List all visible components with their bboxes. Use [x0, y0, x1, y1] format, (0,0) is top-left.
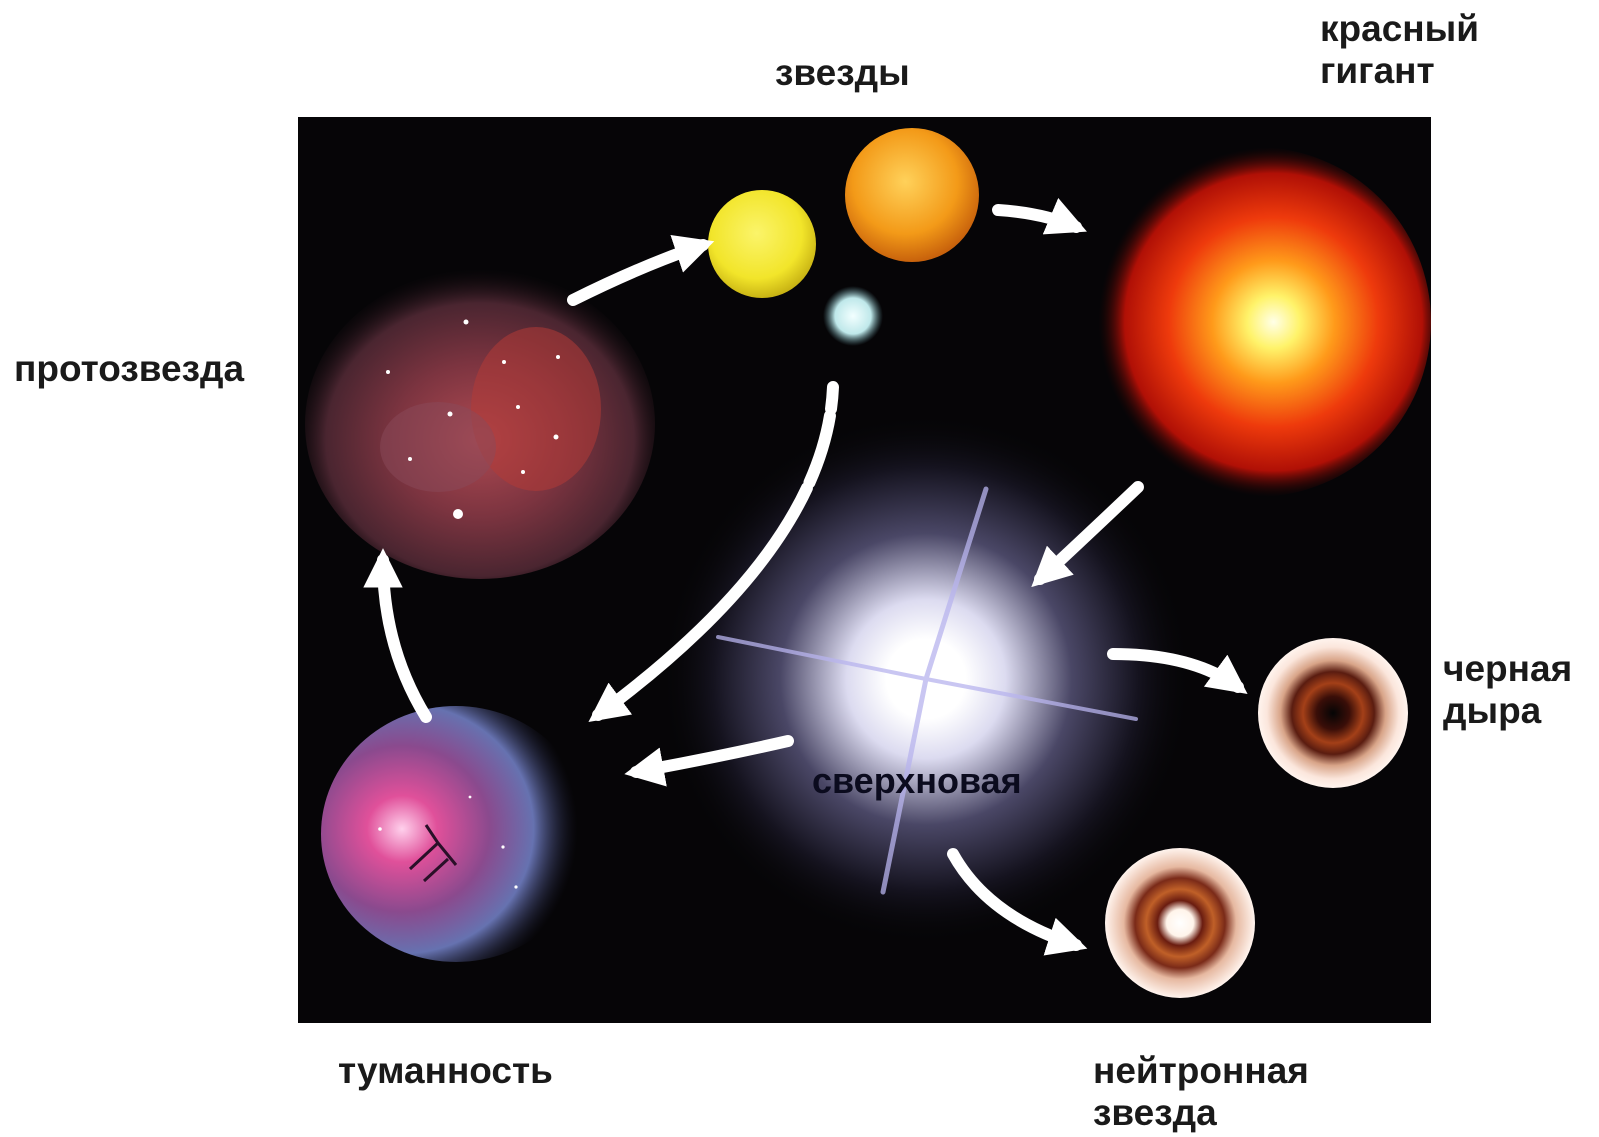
space-scene: сверхновая [298, 117, 1431, 1023]
white-dwarf-star [823, 286, 883, 346]
supernova-glow [661, 414, 1191, 944]
page-label-nebula: туманность [338, 1050, 553, 1092]
orange-star [845, 128, 979, 262]
page-label-black-hole: черная дыра [1443, 648, 1572, 732]
page-label-stars: звезды [775, 52, 910, 94]
protostar-cloud [305, 269, 655, 579]
stellar-lifecycle-diagram [298, 117, 1431, 1023]
yellow-star [708, 190, 816, 298]
neutron-star-disk [1105, 848, 1255, 998]
black-hole-disk [1258, 638, 1408, 788]
page-label-red-giant: красный гигант [1320, 8, 1479, 92]
page-label-neutron-star: нейтронная звезда [1093, 1050, 1309, 1134]
page-label-protostar: протозвезда [14, 348, 244, 390]
scene-label-supernova: сверхновая [812, 760, 1022, 802]
nebula-cloud [321, 706, 591, 962]
arrow-protostar-to-stars [573, 245, 703, 300]
arrow-nebula-to-protostar [383, 560, 426, 717]
arrow-stars-to-red-giant [998, 210, 1076, 227]
red-giant-star [1081, 147, 1431, 497]
